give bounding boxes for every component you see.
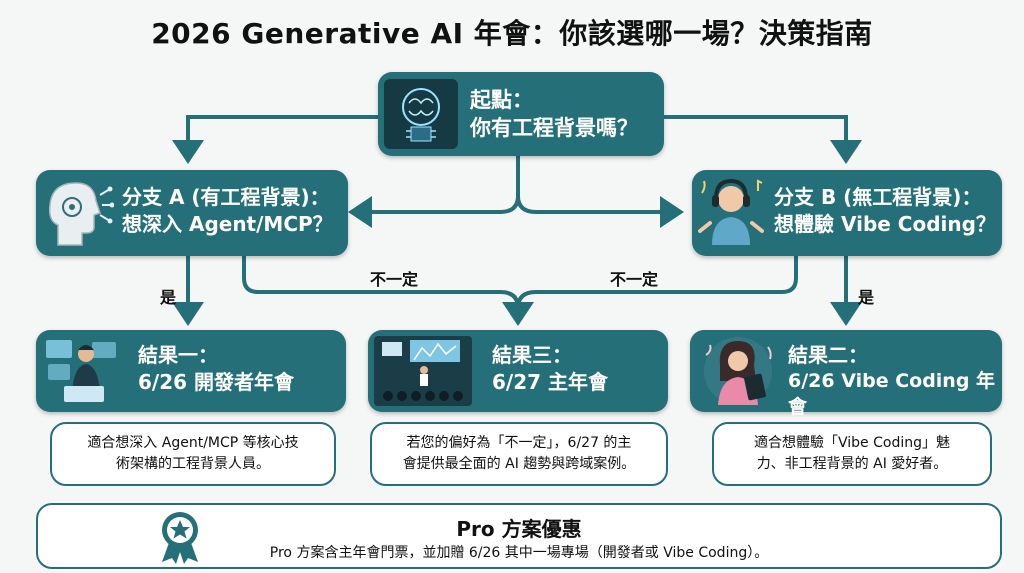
brain-chip-icon <box>384 79 458 149</box>
start-line2: 你有工程背景嗎？ <box>470 116 638 141</box>
label-yes-right: 是 <box>858 288 875 307</box>
branch-b-line2: 想體驗 Vibe Coding？ <box>774 212 996 236</box>
result1-node: 結果一： 6/26 開發者年會 <box>36 330 346 412</box>
branch-b-node: 分支 B (無工程背景)： 想體驗 Vibe Coding？ <box>692 170 1002 256</box>
result2-note-line2: 力、非工程背景的 AI 愛好者。 <box>756 456 948 472</box>
page-title: 2026 Generative AI 年會：你該選哪一場？決策指南 <box>151 17 873 50</box>
label-unsure-right: 不一定 <box>610 270 659 289</box>
label-yes-left: 是 <box>160 288 177 307</box>
tablet-woman-icon <box>704 337 772 405</box>
pro-subtitle: Pro 方案含主年會門票，並加贈 6/26 其中一場專場（開發者或 Vibe C… <box>269 545 769 561</box>
branch-b-line1: 分支 B (無工程背景)： <box>774 185 982 209</box>
developer-icon <box>46 340 116 402</box>
pro-title: Pro 方案優惠 <box>456 517 582 541</box>
pro-banner: Pro 方案優惠 Pro 方案含主年會門票，並加贈 6/26 其中一場專場（開發… <box>36 503 1002 569</box>
result1-line1: 結果一： <box>138 343 218 367</box>
label-unsure-left: 不一定 <box>370 270 419 289</box>
start-node: 起點： 你有工程背景嗎？ <box>378 72 664 156</box>
result1-note-line1: 適合想深入 Agent/MCP 等核心技 <box>87 435 299 451</box>
robot-head-icon <box>48 182 114 246</box>
arrow-start-to-branch-b <box>663 115 862 164</box>
arrow-branch-b-unsure <box>516 254 798 310</box>
branch-a-line1: 分支 A (有工程背景)： <box>122 185 330 209</box>
branch-a-node: 分支 A (有工程背景)： 想深入 Agent/MCP？ <box>36 170 348 256</box>
arrow-start-to-branch-a <box>172 115 382 164</box>
result3-note: 若您的偏好為「不一定」，6/27 的主 會提供最全面的 AI 趨勢與跨域案例。 <box>370 422 668 486</box>
result2-line2: 6/26 Vibe Coding 年會 <box>788 370 996 418</box>
result3-line2: 6/27 主年會 <box>492 370 609 394</box>
result2-node: 結果二： 6/26 Vibe Coding 年會 <box>690 330 1002 418</box>
result2-note: 適合想體驗「Vibe Coding」魅 力、非工程背景的 AI 愛好者。 <box>712 422 992 486</box>
arrow-to-branch-b-side <box>516 194 684 228</box>
result3-note-line1: 若您的偏好為「不一定」，6/27 的主 <box>406 435 632 451</box>
stage-audience-icon <box>374 336 472 406</box>
award-ribbon-icon <box>162 512 198 564</box>
start-line1: 起點： <box>470 88 533 112</box>
headphone-person-icon <box>698 178 764 245</box>
branch-a-line2: 想深入 Agent/MCP？ <box>122 212 333 236</box>
result1-line2: 6/26 開發者年會 <box>138 370 295 394</box>
result3-line1: 結果三： <box>492 343 572 367</box>
result2-line1: 結果二： <box>788 343 868 367</box>
result1-note: 適合想深入 Agent/MCP 等核心技 術架構的工程背景人員。 <box>50 422 336 486</box>
result1-note-line2: 術架構的工程背景人員。 <box>115 456 270 472</box>
result3-note-line2: 會提供最全面的 AI 趨勢與跨域案例。 <box>402 456 636 472</box>
result2-note-line1: 適合想體驗「Vibe Coding」魅 <box>754 435 950 451</box>
result3-node: 結果三： 6/27 主年會 <box>368 330 668 412</box>
arrow-to-branch-a-side <box>348 194 520 228</box>
